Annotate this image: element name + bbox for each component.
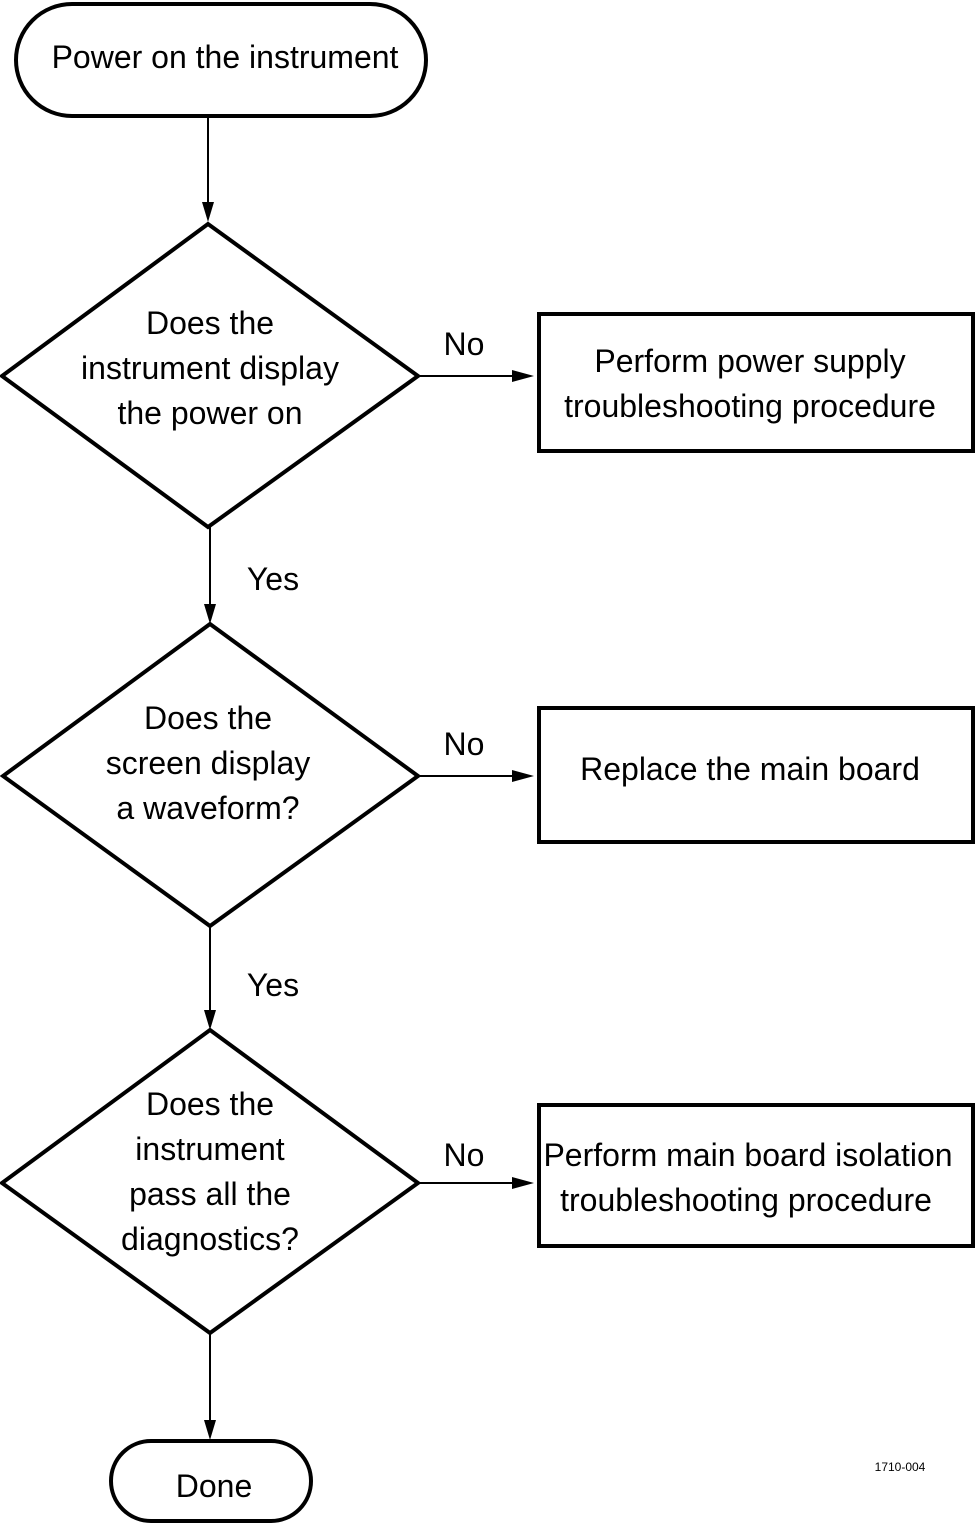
edge-label-decision-waveform-no: No [444, 726, 485, 762]
arrowhead-start-to-decision-power [202, 202, 214, 222]
action-isolation-box [537, 1103, 975, 1248]
decision-diagnostics-line-3: pass all the [129, 1176, 291, 1212]
edge-label-decision-power-yes: Yes [247, 561, 299, 597]
action-replace-board-box [537, 706, 975, 844]
action-power-supply-box [537, 312, 975, 453]
decision-power-diamond [0, 221, 422, 530]
arrowhead-decision-power-no [512, 370, 534, 382]
arrowhead-decision-waveform-no [512, 770, 534, 782]
action-isolation-line-1: Perform main board isolation [543, 1137, 952, 1173]
decision-diagnostics-diamond [0, 1027, 422, 1336]
decision-waveform-line-2: screen display [106, 745, 311, 781]
action-power-supply-line-2: troubleshooting procedure [564, 388, 936, 424]
action-isolation-line-2: troubleshooting procedure [560, 1182, 932, 1218]
arrowhead-decision-diagnostics-no [512, 1177, 534, 1189]
action-replace-board-line-1: Replace the main board [580, 751, 920, 787]
decision-diagnostics-line-4: diagnostics? [121, 1221, 299, 1257]
decision-diagnostics-line-1: Does the [146, 1086, 274, 1122]
end-label: Done [176, 1468, 253, 1504]
decision-diagnostics-line-2: instrument [135, 1131, 285, 1167]
decision-waveform-line-1: Does the [144, 700, 272, 736]
edge-label-decision-diagnostics-no: No [444, 1137, 485, 1173]
decision-power-line-1: Does the [146, 305, 274, 341]
end-terminator [109, 1439, 313, 1523]
decision-power-line-3: the power on [117, 395, 302, 431]
arrowhead-decision-diagnostics-to-end [204, 1420, 216, 1440]
edge-label-decision-power-no: No [444, 326, 485, 362]
edge-label-decision-waveform-yes: Yes [247, 967, 299, 1003]
decision-power-line-2: instrument display [81, 350, 339, 386]
action-power-supply-line-1: Perform power supply [594, 343, 905, 379]
start-terminator [14, 2, 428, 118]
figure-id: 1710-004 [875, 1460, 926, 1474]
arrowhead-decision-power-yes [204, 604, 216, 624]
decision-waveform-line-3: a waveform? [116, 790, 299, 826]
start-label: Power on the instrument [52, 39, 399, 75]
arrowhead-decision-waveform-yes [204, 1010, 216, 1030]
decision-waveform-diamond [0, 621, 422, 929]
